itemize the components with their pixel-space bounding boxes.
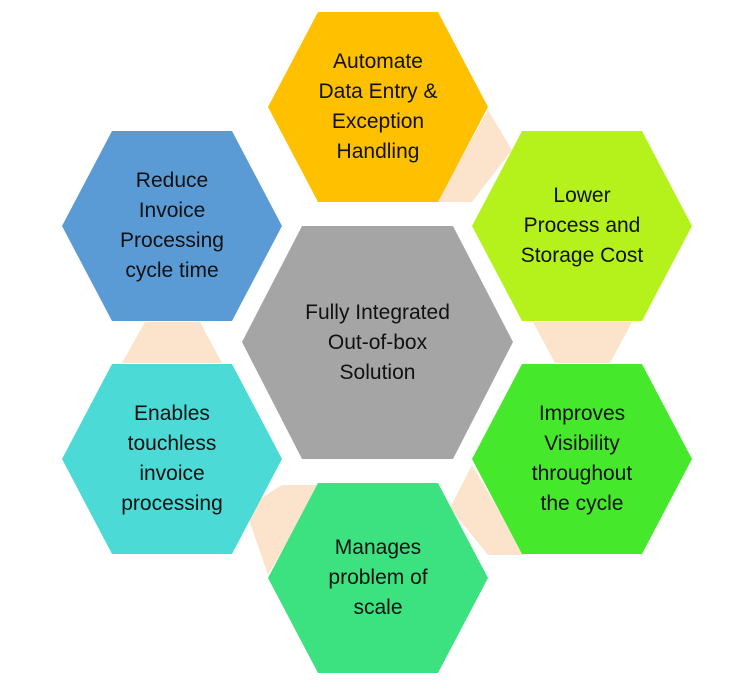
upper-right-label: Lower Process and Storage Cost [520,184,644,267]
hex-lower-right [472,364,692,554]
connector-lower-right-bottom [450,465,525,555]
lower-right-label: Improves Visibility throughout the cycle [531,402,633,515]
hex-bottom [268,483,488,673]
center-label: Fully Integrated Out-of-box Solution [305,300,450,384]
hex-lower-left [62,364,282,554]
connector-upper-right-lower-right [533,322,632,363]
hex-upper-right [472,131,692,321]
lower-left-label: Enables touchless invoice processing [121,402,223,515]
upper-left-label: Reduce Invoice Processing cycle time [120,169,224,282]
hex-upper-left [62,131,282,321]
bottom-label: Manages problem of scale [328,536,428,619]
connector-bottom-lower-left [245,485,320,575]
hex-center [242,226,513,459]
connector-lower-left-upper-left [122,322,222,363]
connector-top-upper-right [437,110,512,202]
top-label: Automate Data Entry & Exception Handling [318,50,438,163]
hex-top [268,12,488,202]
